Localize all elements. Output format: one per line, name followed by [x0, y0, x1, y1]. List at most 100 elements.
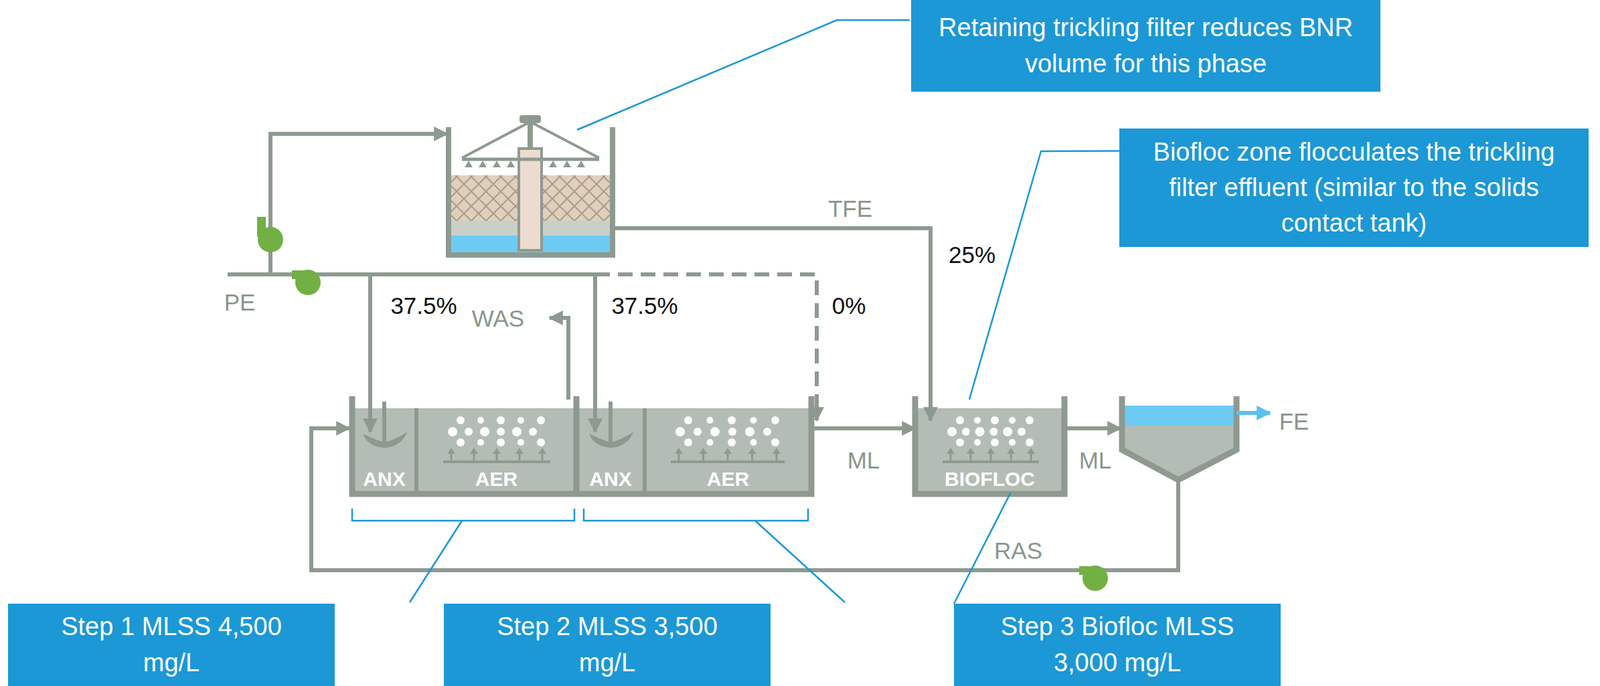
- pe-step1-pipe: [368, 274, 373, 432]
- diffuser-head: [946, 447, 955, 454]
- clarifier-wall: [1122, 396, 1237, 480]
- air-bubble: [693, 427, 702, 436]
- air-bubble: [745, 427, 755, 437]
- diffuser-head: [748, 447, 757, 454]
- center-column: [518, 148, 542, 251]
- tank-wall: [352, 396, 812, 495]
- air-bubble: [464, 427, 473, 436]
- air-bubble: [517, 439, 525, 446]
- callout-text: Retaining trickling filter reduces BNR v…: [925, 10, 1368, 82]
- air-bubble: [1002, 427, 1013, 437]
- diffuser-riser: [775, 452, 778, 462]
- stream-label: FE: [1279, 409, 1310, 436]
- diffuser-head: [469, 447, 478, 454]
- diffuser-head: [1026, 447, 1035, 454]
- tank-liquid: [354, 408, 809, 492]
- diffuser-riser: [1030, 452, 1033, 462]
- pe-pipe: [227, 272, 596, 277]
- was-pipe: [549, 317, 569, 400]
- zone-label: AER: [475, 467, 518, 491]
- callout-text: Step 1 MLSS 4,500 mg/L: [60, 609, 282, 681]
- pump: [291, 269, 321, 296]
- air-bubble: [496, 416, 505, 425]
- mixer: [364, 401, 632, 448]
- pump-outlet: [257, 216, 266, 237]
- zone-label: ANX: [362, 467, 406, 491]
- mixed-liquor-pipe: [811, 426, 916, 431]
- aerobic-zone: AER: [644, 399, 812, 493]
- diffuser-head: [723, 447, 732, 454]
- zone-label: ANX: [589, 467, 632, 491]
- callout-text: Biofloc zone flocculates the trickling f…: [1129, 134, 1580, 242]
- air-bubble: [962, 427, 971, 436]
- air-bubble: [1025, 416, 1034, 425]
- stream-label: RAS: [994, 538, 1043, 565]
- air-bubble: [675, 427, 685, 437]
- mixer-blade: [364, 433, 406, 448]
- diffuser-riser: [450, 452, 453, 462]
- ras-pipe: [311, 428, 1179, 571]
- pe-step3-pipe: [595, 274, 817, 421]
- air-bubble: [990, 438, 999, 447]
- diffuser-riser: [541, 452, 544, 462]
- air-bubble: [536, 438, 545, 447]
- flow-split: 37.5%: [611, 293, 678, 320]
- air-bubble: [728, 427, 737, 436]
- diffuser-head: [447, 447, 456, 454]
- diffuser-riser: [949, 452, 952, 462]
- nozzle: [577, 160, 586, 168]
- air-bubble: [684, 416, 693, 425]
- diffuser-riser: [727, 452, 730, 462]
- biofloc-zone: BIOFLOC: [915, 399, 1065, 493]
- diffuser-head: [772, 447, 781, 454]
- flow-split: 0%: [832, 293, 867, 320]
- clarifier-water: [1124, 405, 1234, 426]
- air-bubble: [955, 416, 965, 425]
- diffuser-riser: [473, 452, 476, 462]
- callout-text: Step 2 MLSS 3,500 mg/L: [496, 609, 718, 681]
- diffuser-riser: [496, 452, 499, 462]
- callout-box: Retaining trickling filter reduces BNR v…: [911, 0, 1381, 92]
- nozzle: [478, 160, 487, 168]
- air-bubble: [975, 427, 985, 437]
- distributor-cap: [519, 115, 541, 124]
- air-bubble: [706, 439, 714, 446]
- distributor-stays: [461, 121, 600, 158]
- air-bubble: [517, 417, 525, 424]
- air-bubble: [763, 427, 772, 436]
- tank-liquid: [917, 408, 1062, 492]
- step-bracket: [352, 508, 575, 521]
- nozzle: [548, 160, 557, 168]
- air-bubble: [477, 417, 485, 424]
- air-bubble: [477, 439, 485, 446]
- diffuser-head: [538, 447, 547, 454]
- air-bubble: [750, 417, 758, 424]
- air-bubble: [771, 438, 780, 447]
- air-bubble: [684, 438, 693, 447]
- diffuser-riser: [702, 452, 705, 462]
- pumps: [257, 216, 1108, 592]
- tank-wall: [915, 396, 1065, 495]
- air-bubble: [456, 416, 465, 425]
- pump: [1079, 565, 1108, 592]
- fe-pipe: [1236, 411, 1270, 416]
- air-bubble: [727, 438, 736, 447]
- air-bubble: [947, 427, 957, 437]
- mixer-blade: [590, 433, 632, 448]
- brackets: [352, 20, 910, 603]
- callout-box: Biofloc zone flocculates the trickling f…: [1119, 128, 1589, 248]
- air-bubble: [989, 427, 998, 436]
- stream-label: ML: [1079, 447, 1112, 474]
- callout-box: Step 3 Biofloc MLSS 3,000 mg/L: [953, 603, 1281, 686]
- filter-wall: [448, 127, 613, 256]
- nozzles: [464, 160, 586, 168]
- leader-line: [409, 520, 462, 603]
- pump: [257, 216, 284, 253]
- nozzle: [492, 160, 501, 168]
- air-bubble: [456, 438, 465, 447]
- nozzle: [464, 160, 473, 168]
- diffuser-head: [699, 447, 708, 454]
